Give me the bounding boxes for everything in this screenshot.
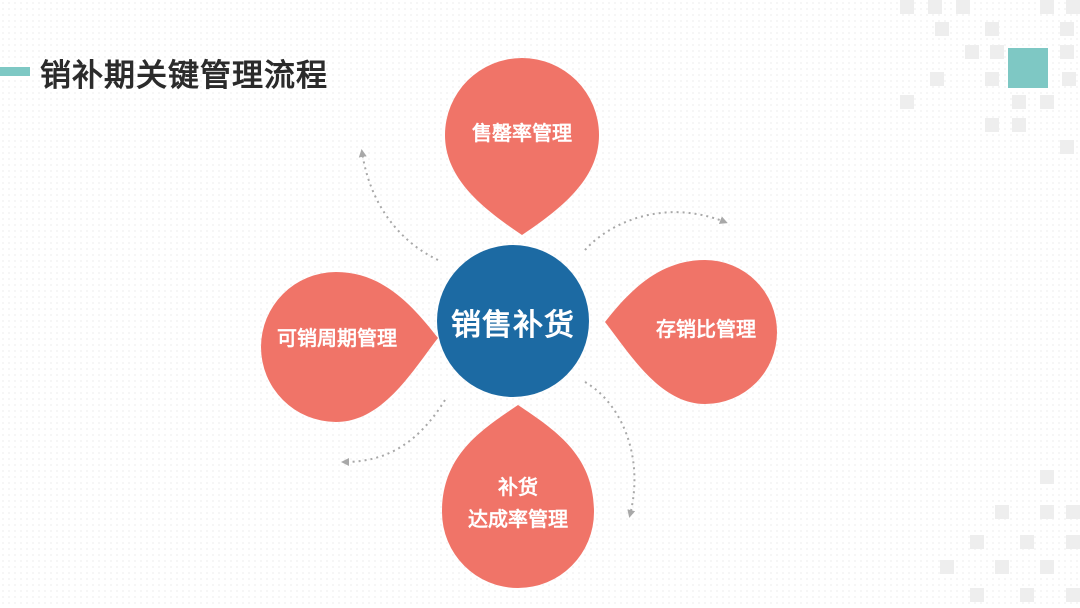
center-circle [437,245,589,397]
petal-bottom [442,405,594,588]
petal-top-label: 售罄率管理 [472,121,572,145]
petal-left [261,272,438,422]
petal-bottom-label-line1: 补货 [498,475,538,499]
arrow-top-left [358,149,439,261]
arrow-top-right [584,211,728,251]
petal-right-label: 存销比管理 [656,317,756,341]
title-accent-bar [0,67,30,76]
arrow-bottom-left [341,399,446,466]
center-label: 销售补货 [451,308,575,343]
arrow-bottom-right [584,381,636,518]
page-title: 销补期关键管理流程 [40,58,328,94]
accent-square [1008,48,1048,88]
petal-top [445,58,599,235]
petal-right [605,260,777,404]
petal-left-label: 可销周期管理 [277,326,397,350]
petal-bottom-label-line2: 达成率管理 [468,507,568,531]
